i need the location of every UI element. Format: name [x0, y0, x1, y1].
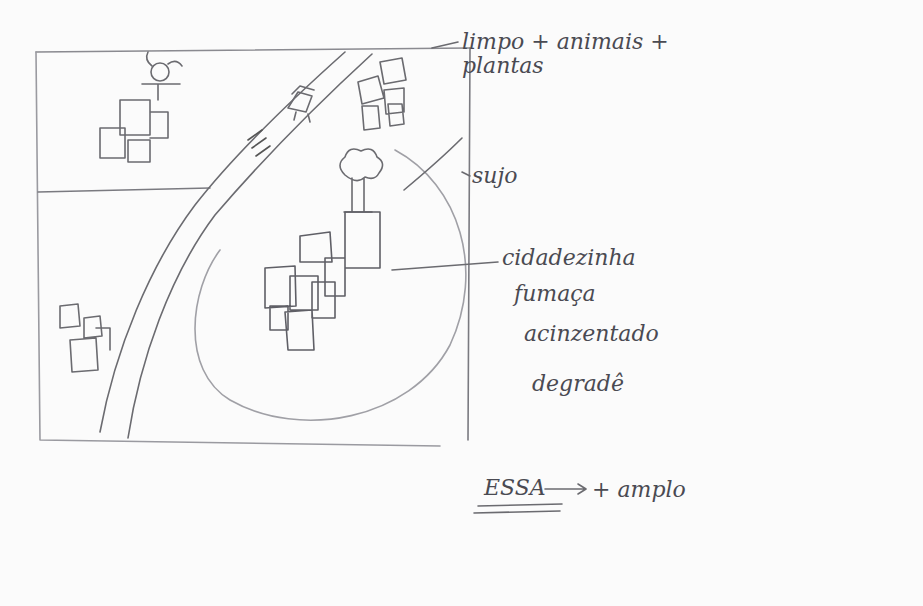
note-text: acinzentado — [524, 322, 659, 346]
note-text: limpo + animais + plantas — [462, 30, 672, 78]
note-text: degradê — [532, 372, 624, 396]
note-text: + amplo — [592, 478, 686, 502]
note-text: cidadezinha — [502, 246, 636, 270]
emphasis-text: ESSA — [484, 476, 546, 500]
note-text: fumaça — [514, 282, 596, 306]
note-text: sujo — [472, 164, 518, 188]
